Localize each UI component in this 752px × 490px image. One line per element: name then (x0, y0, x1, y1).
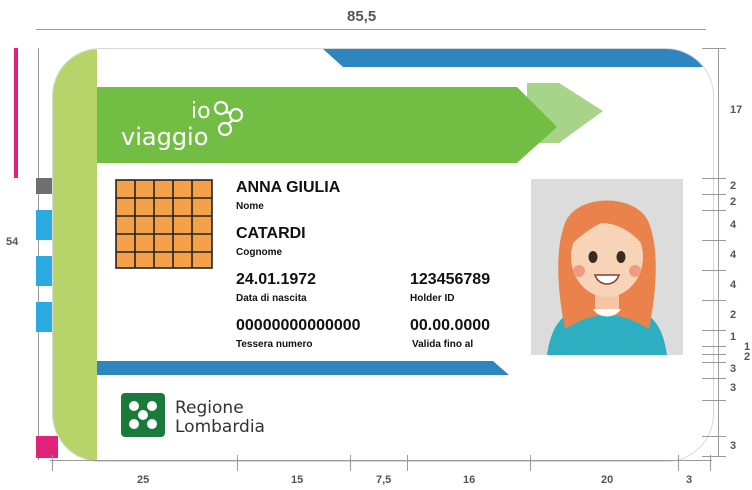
right-dim-label: 2 (730, 309, 737, 321)
card-left-stripe (53, 49, 97, 461)
right-tick (702, 456, 726, 457)
bottom-blue-bar (97, 361, 509, 375)
gray-block (36, 178, 52, 194)
right-dim-label: 4 (730, 249, 737, 261)
right-dim-label: 3 (730, 382, 737, 394)
bottom-dim-label: 20 (601, 474, 614, 486)
right-dim-label: 4 (730, 279, 737, 291)
bottom-tick (350, 455, 351, 471)
expiry-label: Valida fino al (412, 339, 474, 350)
green-banner (97, 83, 603, 163)
pink-top-marker (14, 48, 18, 178)
bottom-tick (530, 455, 531, 471)
right-tick (702, 346, 726, 347)
card-number-value: 00000000000000 (236, 317, 361, 334)
top-dimension-line (36, 29, 706, 30)
bottom-tick (407, 455, 408, 471)
avatar-woman-icon (547, 200, 667, 355)
first-name-label: Nome (236, 201, 264, 212)
right-tick (702, 330, 726, 331)
bottom-tick (710, 455, 711, 471)
height-dimension-label: 54 (6, 236, 19, 248)
right-tick (702, 240, 726, 241)
first-name-value: ANNA GIULIA (236, 179, 341, 196)
right-dim-label: 17 (730, 104, 743, 116)
right-dimension-line (718, 48, 719, 456)
right-tick (702, 378, 726, 379)
pink-bottom-marker (36, 436, 58, 458)
right-tick (702, 354, 726, 355)
right-tick (702, 194, 726, 195)
right-tick (702, 436, 726, 437)
logo-viaggio: viaggio (121, 123, 209, 151)
right-dim-label: 1 (744, 341, 751, 353)
right-tick (702, 300, 726, 301)
right-dim-label: 2 (744, 351, 751, 363)
bottom-tick (237, 455, 238, 471)
issuer-line1: Regione (175, 398, 244, 418)
card: io viaggio ANNA GIULIA Nome CATARDI Cogn… (52, 48, 714, 462)
holder-id-label: Holder ID (410, 293, 455, 304)
bottom-tick (678, 455, 679, 471)
bottom-dim-label: 7,5 (376, 474, 392, 486)
birth-date-label: Data di nascita (236, 293, 307, 304)
bottom-dim-label: 25 (137, 474, 150, 486)
bottom-dim-label: 16 (463, 474, 476, 486)
right-dim-label: 3 (730, 440, 737, 452)
bottom-dim-label: 3 (686, 474, 693, 486)
right-dim-label: 2 (730, 196, 737, 208)
holder-photo (531, 179, 683, 355)
right-tick (702, 362, 726, 363)
right-tick (702, 210, 726, 211)
bottom-tick (52, 455, 53, 471)
birth-date-value: 24.01.1972 (236, 271, 317, 288)
right-dim-label: 2 (730, 180, 737, 192)
right-tick (702, 400, 726, 401)
top-blue-bar (323, 49, 713, 67)
logo-knot-icon (213, 100, 244, 137)
issuer-line2: Lombardia (175, 417, 265, 437)
expiry-value: 00.00.0000 (410, 317, 491, 334)
right-tick (702, 270, 726, 271)
left-dimension-line (38, 48, 39, 460)
last-name-label: Cognome (236, 247, 283, 258)
regione-lombardia-logo-icon (121, 393, 165, 437)
chip-icon (115, 179, 213, 269)
right-tick (702, 48, 726, 49)
right-dim-label: 3 (730, 363, 737, 375)
holder-id-value: 123456789 (410, 271, 491, 288)
width-dimension-label: 85,5 (347, 8, 377, 25)
bottom-dimension-line (50, 460, 712, 461)
logo-io: io (191, 99, 211, 124)
right-dim-label: 1 (730, 331, 737, 343)
right-tick (702, 178, 726, 179)
right-dim-label: 4 (730, 219, 737, 231)
card-number-label: Tessera numero (236, 339, 313, 350)
last-name-value: CATARDI (236, 225, 306, 242)
bottom-dim-label: 15 (291, 474, 304, 486)
